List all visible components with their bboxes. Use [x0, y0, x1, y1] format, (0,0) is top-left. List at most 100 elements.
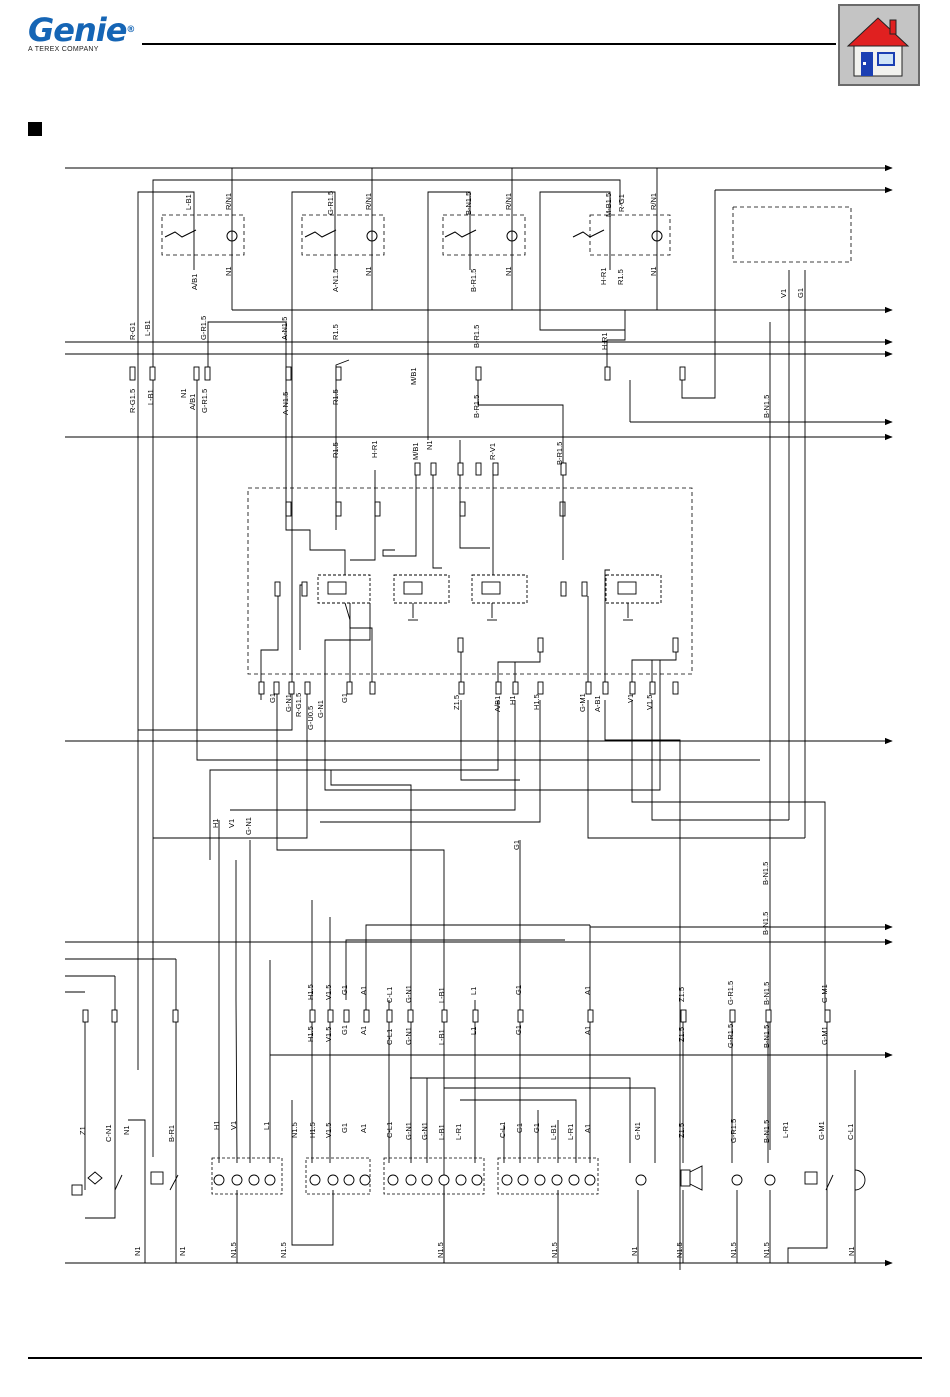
label: B-N1.5	[464, 192, 473, 215]
label: G1	[532, 1123, 541, 1133]
label: B-R1.5	[472, 325, 481, 348]
label: N1.5	[436, 1242, 445, 1258]
label: R-G1.5	[294, 693, 303, 717]
label: G1	[514, 985, 523, 995]
label: N1.5	[675, 1242, 684, 1258]
label: G1	[340, 693, 349, 703]
label: V1.5	[645, 695, 654, 710]
label: C-L1	[385, 1029, 394, 1045]
label: L-B1	[437, 1029, 446, 1045]
label: A-N1.5	[281, 392, 290, 415]
label: L-R1	[566, 1124, 575, 1140]
label: H1	[508, 695, 517, 705]
label: N1	[847, 1246, 856, 1256]
label: H-R1	[600, 332, 609, 350]
label: N1	[364, 266, 373, 276]
label: H1	[211, 818, 220, 828]
genie-logo: Genie® A TEREX COMPANY	[28, 14, 135, 53]
label: Z1.5	[677, 987, 686, 1002]
label: A/B1	[188, 394, 197, 410]
label: N1	[425, 440, 434, 450]
label: B-R1	[167, 1125, 176, 1142]
logo-subtitle: A TEREX COMPANY	[28, 46, 99, 53]
label: N1	[224, 266, 233, 276]
label: G-R1.5	[726, 981, 735, 1005]
label: L-B1	[143, 320, 152, 336]
label: V1.5	[324, 1027, 333, 1042]
label: R-G1	[128, 322, 137, 340]
label: H-R1	[599, 267, 608, 285]
label: N1.5	[290, 1122, 299, 1138]
label: L1	[469, 987, 478, 995]
label: V1	[227, 819, 236, 828]
label: L-R1	[454, 1124, 463, 1140]
label: G-M1	[578, 693, 587, 712]
label: A1	[359, 1026, 368, 1035]
label: G-R1.5	[729, 1119, 738, 1143]
label: A-N1.5	[331, 269, 340, 292]
label: R/N1	[224, 193, 233, 210]
label: G-M1	[817, 1121, 826, 1140]
label: N1	[133, 1246, 142, 1256]
label: C-L1	[498, 1122, 507, 1138]
label: G-N1	[404, 985, 413, 1003]
label: G1	[514, 1025, 523, 1035]
label: A/B1	[493, 696, 502, 712]
label: L-B1	[146, 389, 155, 405]
label: G-N1	[284, 694, 293, 712]
label: N1	[179, 388, 188, 398]
label: N1	[122, 1125, 131, 1135]
label: G1	[340, 985, 349, 995]
label: N1	[630, 1246, 639, 1256]
label: N1.5	[729, 1242, 738, 1258]
label: Z1.5	[452, 695, 461, 710]
home-button[interactable]	[838, 4, 920, 86]
label: B-R1.5	[555, 442, 564, 465]
label: L1	[469, 1027, 478, 1035]
label: R1.5	[331, 324, 340, 340]
label: B-N1.5	[762, 1120, 771, 1143]
label: M/B1	[409, 367, 418, 385]
panel-labels: Z1 C-N1 N1 B-R1 H1 V1 L1 N1.5 H1.5 V1.5 …	[78, 1119, 855, 1143]
label: G-N1	[633, 1122, 642, 1140]
header-rule	[142, 43, 836, 45]
label: M-B1.5	[604, 193, 613, 217]
label: R/N1	[504, 193, 513, 210]
label: N1	[178, 1246, 187, 1256]
label: R-G1.5	[128, 389, 137, 413]
label: G1	[340, 1025, 349, 1035]
label: V1	[229, 1121, 238, 1130]
label: Z1	[78, 1126, 87, 1135]
label: R/N1	[649, 193, 658, 210]
footer-rule	[28, 1357, 922, 1359]
label: N1.5	[229, 1242, 238, 1258]
label: G1	[515, 1123, 524, 1133]
label: G-R1.5	[726, 1024, 735, 1048]
label: C-L1	[385, 1122, 394, 1138]
label: B-N1.5	[762, 982, 771, 1005]
label: A/B1	[190, 274, 199, 290]
top-labels: L-B1 R/N1 G-R1.5 R/N1 B-N1.5 R/N1 M-B1.5…	[184, 191, 658, 217]
label: G-R1.5	[199, 316, 208, 340]
label: H1	[212, 1120, 221, 1130]
label: Z1.5	[677, 1027, 686, 1042]
relay-in-labels: R1.5 H-R1 M/B1 N1 R-V1 B-R1.5	[331, 440, 564, 465]
label: C-N1	[104, 1124, 113, 1142]
label: B-N1.5	[762, 395, 771, 418]
bottom-labels: N1 N1 N1.5 N1.5 N1.5 N1.5 N1 N1.5 N1.5 N…	[133, 1242, 856, 1258]
label: V1.5	[324, 1123, 333, 1138]
label: R-G1	[617, 194, 626, 212]
label: R1.5	[331, 389, 340, 405]
label: N1	[504, 266, 513, 276]
label: A1	[583, 1124, 592, 1133]
label: A-N1.5	[280, 317, 289, 340]
label: N1.5	[279, 1242, 288, 1258]
label: H1.5	[532, 694, 541, 710]
label: G-N1	[316, 700, 325, 718]
mid-labels: H1 V1 G-N1 G1 B-N1.5 B-N1.5	[211, 817, 770, 935]
label: A1	[583, 986, 592, 995]
label: G-R1.5	[326, 191, 335, 215]
label: A1	[359, 1124, 368, 1133]
label: G1	[340, 1123, 349, 1133]
